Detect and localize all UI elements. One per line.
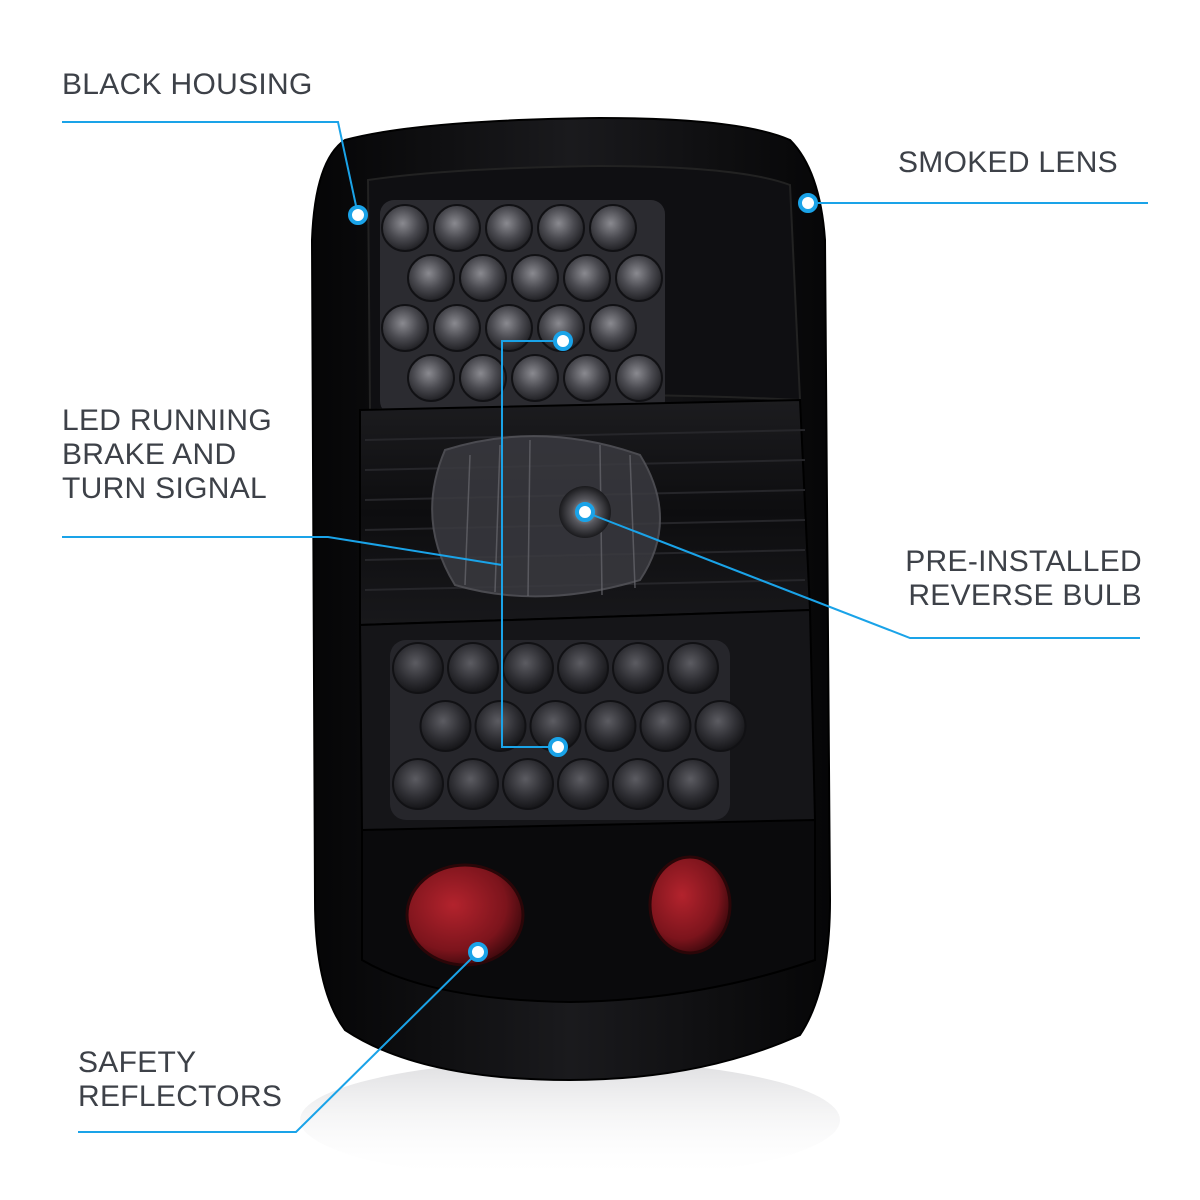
safety-reflector-dot xyxy=(468,942,488,962)
led-dome xyxy=(615,254,663,302)
led-dome xyxy=(511,254,559,302)
led-dome xyxy=(485,204,533,252)
led-dome xyxy=(381,204,429,252)
led-dome xyxy=(694,700,747,752)
led-dome xyxy=(407,354,455,402)
label-line: BLACK HOUSING xyxy=(62,68,313,101)
led-dome xyxy=(433,204,481,252)
led-dome xyxy=(485,304,533,352)
led-dome xyxy=(615,354,663,402)
led-dome xyxy=(639,700,692,752)
label-black-housing: BLACK HOUSING xyxy=(62,68,313,102)
callout-dots xyxy=(348,193,818,962)
upper-led-cluster xyxy=(380,200,665,415)
label-line: BRAKE AND xyxy=(62,438,237,471)
label-line: SAFETY xyxy=(78,1046,197,1079)
label-line: PRE-INSTALLED xyxy=(905,545,1142,578)
lower-led-cluster xyxy=(390,640,747,820)
led-dome xyxy=(392,642,444,694)
led-dome xyxy=(511,354,559,402)
label-line: REVERSE BULB xyxy=(908,579,1142,612)
label-line: TURN SIGNAL xyxy=(62,472,267,505)
led-dome xyxy=(502,758,554,810)
reverse-bulb-dot xyxy=(575,502,595,522)
led-dome xyxy=(667,642,719,694)
led-lower-dot xyxy=(548,737,568,757)
label-safety-reflectors: SAFETY REFLECTORS xyxy=(78,1046,282,1114)
left-reflector xyxy=(405,863,525,967)
led-dome xyxy=(459,254,507,302)
led-dome xyxy=(502,642,554,694)
led-running-leader-main xyxy=(62,536,503,566)
led-dome xyxy=(381,304,429,352)
led-dome xyxy=(474,700,527,752)
led-dome xyxy=(612,642,664,694)
safety-reflectors-leader xyxy=(78,951,479,1133)
led-dome xyxy=(459,354,507,402)
led-dome xyxy=(557,642,609,694)
label-smoked-lens: SMOKED LENS xyxy=(898,146,1118,180)
right-reflector xyxy=(648,855,732,955)
led-dome xyxy=(433,304,481,352)
led-dome xyxy=(563,354,611,402)
led-dome xyxy=(392,758,444,810)
label-line: REFLECTORS xyxy=(78,1080,283,1113)
label-reverse-bulb: PRE-INSTALLED REVERSE BULB xyxy=(905,545,1142,613)
led-dome xyxy=(589,204,637,252)
led-dome xyxy=(612,758,664,810)
reverse-bulb-leader xyxy=(584,511,1140,639)
led-dome xyxy=(584,700,637,752)
callout-lines xyxy=(62,121,1148,1133)
led-dome xyxy=(667,758,719,810)
smoked-lens-dot xyxy=(798,193,818,213)
label-line: SMOKED LENS xyxy=(897,146,1118,179)
led-dome xyxy=(557,758,609,810)
label-line: LED RUNNING xyxy=(62,404,272,437)
floor-reflection xyxy=(300,1060,840,1180)
label-led-running: LED RUNNING BRAKE AND TURN SIGNAL xyxy=(62,404,272,506)
led-dome xyxy=(563,254,611,302)
led-dome xyxy=(419,700,472,752)
reverse-reflector xyxy=(431,435,661,598)
black-housing-leader xyxy=(62,121,359,216)
led-dome xyxy=(447,758,499,810)
led-dome xyxy=(589,304,637,352)
led-dome xyxy=(537,204,585,252)
led-dome xyxy=(407,254,455,302)
led-dome xyxy=(447,642,499,694)
led-upper-dot xyxy=(553,331,573,351)
led-running-leader-upper xyxy=(501,340,563,748)
black-housing-dot xyxy=(348,205,368,225)
